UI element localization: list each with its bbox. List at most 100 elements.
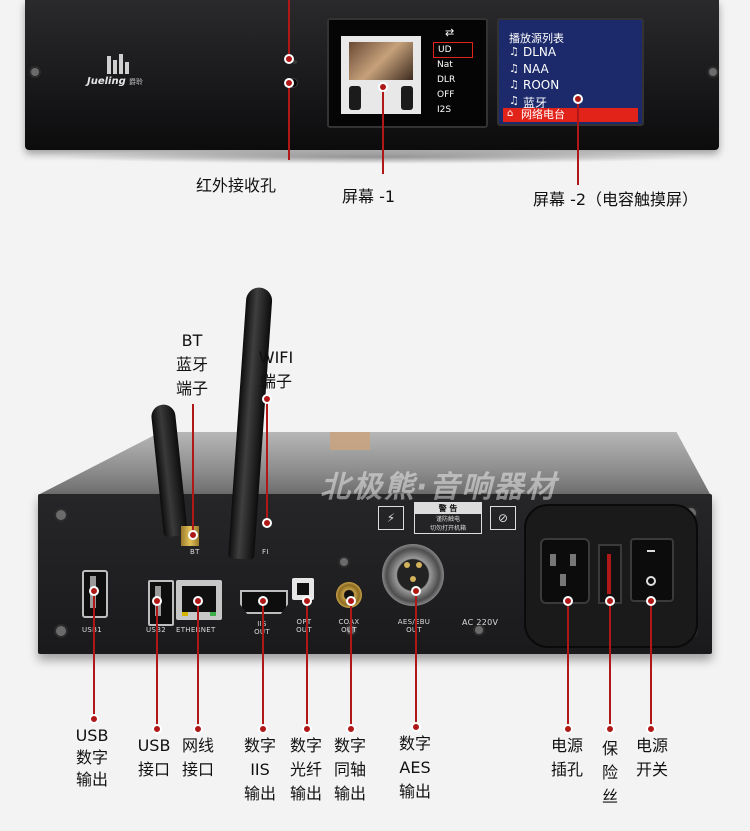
usb-out-label-2: 数字 xyxy=(75,748,108,767)
opt-port[interactable] xyxy=(292,578,314,600)
leader-ir xyxy=(288,0,290,60)
leader-ir-down xyxy=(288,86,290,160)
leader-dot-usb2-end xyxy=(152,724,162,734)
screw xyxy=(473,624,485,636)
leader-screen1 xyxy=(382,88,384,174)
fuse-label-1: 保 xyxy=(601,739,618,758)
status-led xyxy=(293,60,297,64)
ir-label: 红外接收孔 xyxy=(196,176,277,195)
aes-label-1: 数字 xyxy=(398,734,431,753)
leader-lan xyxy=(197,600,199,728)
source-item[interactable]: DLNA xyxy=(523,45,557,59)
chassis-top-stripe xyxy=(330,432,370,450)
bt-small-label: BT xyxy=(190,548,200,556)
source-item-selected[interactable]: ⌂ 网络电台 xyxy=(503,108,638,122)
leader-usb1 xyxy=(93,592,95,718)
iis-label-1: 数字 xyxy=(243,736,276,755)
front-panel: Jueling 爵聆 ⇄ UD Nat DLR OFF I2S 播放源列表 ♫ … xyxy=(25,0,719,150)
coax-label-3: 输出 xyxy=(333,784,366,803)
fuse-label-3: 丝 xyxy=(601,787,618,806)
opt-label-3: 输出 xyxy=(289,784,322,803)
source-item-label: 网络电台 xyxy=(521,108,565,121)
leader-dot-wifi xyxy=(262,518,272,528)
aes-label-2: AES xyxy=(399,758,431,777)
screen1-menu-item: DLR xyxy=(437,75,456,85)
iis-label-2: IIS xyxy=(250,760,270,779)
rear-panel: USB1 USB2 ETHERNET IIS OUT OPT OUT COAX … xyxy=(38,494,712,654)
coax-label-1: 数字 xyxy=(333,736,366,755)
wifi-label-1: WIFI xyxy=(258,348,294,367)
leader-dot-opt xyxy=(302,596,312,606)
leader-fuse xyxy=(609,602,611,728)
screen1-menu-item: OFF xyxy=(437,90,455,100)
usb-in-label-1: USB xyxy=(137,736,171,755)
leader-opt xyxy=(306,600,308,728)
usb-in-label-2: 接口 xyxy=(137,760,170,779)
music-note-icon: ♫ xyxy=(509,45,519,58)
leader-coax xyxy=(350,600,352,728)
leader-screen2 xyxy=(577,100,579,185)
source-list-title: 播放源列表 xyxy=(509,32,564,45)
leader-dot-aes xyxy=(411,586,421,596)
iis-label: IIS OUT xyxy=(250,620,274,636)
screen-1: ⇄ UD Nat DLR OFF I2S xyxy=(327,18,488,128)
leader-dot-fuse xyxy=(605,596,615,606)
leader-bt xyxy=(192,404,194,532)
leader-dot-opt-end xyxy=(302,724,312,734)
warning-line1: 谨防触电 xyxy=(435,516,460,523)
source-item[interactable]: NAA xyxy=(523,62,549,76)
opt-label-1: 数字 xyxy=(289,736,322,755)
leader-dot-coax-end xyxy=(346,724,356,734)
screw xyxy=(54,508,68,522)
leader-aes xyxy=(415,590,417,726)
usb-out-label-3: 输出 xyxy=(75,770,108,789)
leader-dot-usb1 xyxy=(89,586,99,596)
leader-usb2 xyxy=(156,602,158,728)
source-item[interactable]: 蓝牙 xyxy=(523,96,548,110)
power-socket-label-2: 插孔 xyxy=(550,760,583,779)
brand-logo: Jueling 爵聆 xyxy=(77,52,157,92)
bt-label-3: 端子 xyxy=(175,379,208,398)
leader-dot-power-socket xyxy=(563,596,573,606)
leader-dot-bt xyxy=(188,530,198,540)
screen1-menu-item: Nat xyxy=(437,60,453,70)
power-switch-label-1: 电源 xyxy=(635,736,668,755)
music-note-icon: ♫ xyxy=(509,62,519,75)
lan-label-1: 网线 xyxy=(181,736,214,755)
leader-dot-ir xyxy=(284,78,294,88)
power-socket[interactable] xyxy=(540,538,590,604)
leader-power-socket xyxy=(567,602,569,728)
leader-dot-lan-end xyxy=(193,724,203,734)
power-module xyxy=(524,504,698,648)
wifi-label-2: 端子 xyxy=(259,372,292,391)
no-open-icon: ⊘ xyxy=(490,506,516,530)
music-note-icon: ♫ xyxy=(509,94,519,107)
screw xyxy=(707,66,719,78)
iis-label-3: 输出 xyxy=(243,784,276,803)
lan-label-2: 接口 xyxy=(181,760,214,779)
leader-dot-wifi xyxy=(262,394,272,404)
aes-port[interactable] xyxy=(382,544,444,606)
fuse-holder[interactable] xyxy=(598,544,622,604)
leader-dot-ir xyxy=(284,54,294,64)
aes-label-3: 输出 xyxy=(398,782,431,801)
leader-dot-power-socket-end xyxy=(563,724,573,734)
power-switch[interactable] xyxy=(630,538,674,602)
brand-name-cn: 爵聆 xyxy=(129,78,143,86)
usb-out-label-1: USB xyxy=(75,726,109,745)
screen-2: 播放源列表 ♫ DLNA ♫ NAA ♫ ROON ♫ 蓝牙 ⌂ 网络电台 xyxy=(497,18,644,126)
leader-dot-aes-end xyxy=(411,722,421,732)
ethernet-label: ETHERNET xyxy=(176,626,216,634)
opt-label-2: 光纤 xyxy=(289,760,322,779)
leader-dot-iis-end xyxy=(258,724,268,734)
coax-label: COAX OUT xyxy=(338,618,360,634)
chassis-top xyxy=(40,432,710,494)
source-item[interactable]: ROON xyxy=(523,78,560,92)
repeat-icon: ⇄ xyxy=(445,26,455,39)
ethernet-port[interactable] xyxy=(176,580,222,620)
high-voltage-icon: ⚡ xyxy=(378,506,404,530)
watermark: 北极熊·音响器材 xyxy=(320,470,558,505)
screen2-label: 屏幕 -2（电容触摸屏） xyxy=(533,190,699,209)
radio-icon: ⌂ xyxy=(507,108,514,119)
leader-dot-iis xyxy=(258,596,268,606)
